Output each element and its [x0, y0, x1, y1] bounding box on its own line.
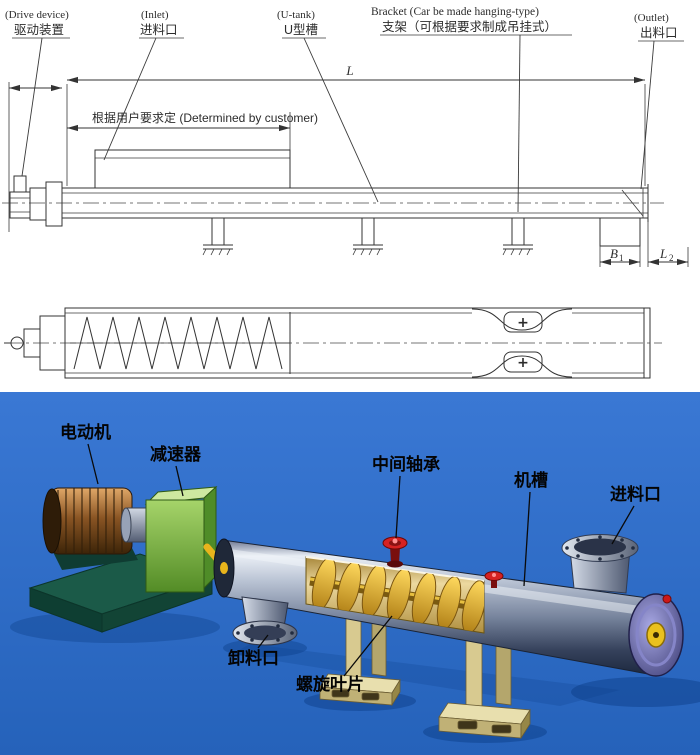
illustration-leaders — [87, 443, 635, 677]
dim-l2-sub: 2 — [669, 253, 674, 263]
support-leg-3 — [502, 218, 533, 256]
inlet-label: 进料口 — [610, 484, 661, 505]
drive-device-label-zh: 驱动装置 — [14, 23, 64, 37]
illustration-section: 电动机 减速器 中间轴承 机槽 进料口 卸料口 螺旋叶片 — [0, 392, 700, 755]
bearing-leader — [395, 475, 401, 539]
plan-hanging-bracket: + + — [471, 308, 573, 378]
callout-bracket: Bracket (Car be made hanging-type) 支架（可根… — [371, 6, 572, 213]
dimension-drive-length — [8, 82, 62, 232]
dimension-overall-length: L — [66, 63, 646, 186]
drive-device-label-en: (Drive device) — [5, 9, 69, 21]
reducer — [144, 485, 227, 593]
trough-label: 机槽 — [514, 470, 548, 491]
motor-label: 电动机 — [60, 422, 111, 443]
plan-screw-flights — [70, 312, 291, 374]
support-leg-front-right — [438, 634, 531, 740]
support-leg-1 — [202, 218, 233, 256]
motor-leader — [87, 443, 99, 485]
bracket-mount-top — [503, 311, 543, 333]
discharge-outlet-label: 卸料口 — [228, 648, 279, 669]
callout-outlet: (Outlet) 出料口 — [634, 12, 684, 190]
dimension-l2: L 2 — [647, 222, 689, 267]
trough-leader — [523, 491, 531, 587]
side-view-conveyor — [2, 149, 664, 256]
motor-end-cap — [42, 488, 62, 554]
inlet-label-en: (Inlet) — [141, 9, 169, 21]
illustration-svg: 电动机 减速器 中间轴承 机槽 进料口 卸料口 螺旋叶片 — [0, 392, 700, 755]
discharge-leader — [257, 634, 269, 649]
end-brace — [621, 189, 644, 217]
technical-drawing-section: (Drive device) 驱动装置 (Inlet) 进料口 (U-tank)… — [2, 6, 689, 379]
outlet-chute — [599, 217, 641, 247]
callout-inlet: (Inlet) 进料口 — [103, 9, 184, 161]
reducer-label: 减速器 — [150, 444, 202, 465]
intermediate-bearing — [382, 536, 408, 568]
bracket-plus-bottom: + — [517, 355, 529, 371]
discharge-bolts — [236, 624, 294, 642]
intermediate-bearing-label: 中间轴承 — [372, 454, 440, 475]
support-leg-2 — [352, 218, 383, 256]
inlet-port — [561, 534, 639, 594]
callout-drive-device: (Drive device) 驱动装置 — [5, 9, 70, 177]
screw-spiral — [309, 557, 484, 633]
u-tank-leader — [303, 37, 379, 203]
bracket-label-en: Bracket (Car be made hanging-type) — [371, 6, 539, 18]
plan-view-conveyor: + + — [4, 307, 662, 379]
motor — [42, 487, 138, 570]
reducer-leader — [175, 465, 184, 497]
inlet-bolts — [565, 535, 635, 561]
coupling — [120, 507, 153, 543]
bracket-mount-bottom — [503, 351, 543, 373]
dimension-customer-length: 根据用户要求定 (Determined by customer) — [67, 110, 318, 150]
tube-end-cap — [628, 593, 684, 677]
outlet-label-en: (Outlet) — [634, 12, 669, 24]
inlet-leader — [103, 37, 157, 161]
u-tank-label-en: (U-tank) — [277, 9, 315, 21]
bracket-label-zh: 支架（可根据要求制成吊挂式） — [382, 20, 557, 34]
tube-left-hub — [220, 562, 228, 574]
motor-fins — [57, 488, 123, 554]
dim-l2-main: L — [659, 246, 667, 261]
u-tank-label-zh: U型槽 — [284, 23, 318, 37]
inlet-box — [94, 149, 291, 189]
drive-assembly — [9, 175, 63, 227]
support-leg-front-left — [319, 609, 401, 707]
reducer-front — [145, 499, 205, 593]
dim-b1-main: B — [610, 246, 618, 261]
drive-device-leader — [21, 37, 43, 177]
illustration-labels: 电动机 减速器 中间轴承 机槽 进料口 卸料口 螺旋叶片 — [60, 422, 661, 695]
dimension-b1: B 1 — [599, 246, 641, 267]
spiral-blade-label: 螺旋叶片 — [296, 674, 364, 695]
plan-drive-end — [4, 315, 66, 371]
callout-u-tank: (U-tank) U型槽 — [277, 9, 379, 203]
dim-L-label: L — [345, 63, 353, 78]
end-red-knob — [662, 594, 672, 604]
dim-b1-sub: 1 — [619, 253, 624, 263]
outlet-label-zh: 出料口 — [640, 26, 678, 40]
dim-customer-note: 根据用户要求定 (Determined by customer) — [92, 110, 318, 125]
cutaway-window — [305, 556, 485, 634]
inlet-label-zh: 进料口 — [140, 23, 178, 37]
technical-drawing-svg: (Drive device) 驱动装置 (Inlet) 进料口 (U-tank)… — [2, 6, 689, 379]
secondary-bearing — [484, 571, 504, 588]
bracket-plus-top: + — [517, 315, 529, 331]
spiral-leader — [343, 615, 393, 677]
bracket-leader — [517, 34, 521, 213]
outlet-leader — [640, 40, 655, 190]
inlet-leader — [611, 505, 635, 545]
discharge-outlet — [232, 596, 298, 646]
